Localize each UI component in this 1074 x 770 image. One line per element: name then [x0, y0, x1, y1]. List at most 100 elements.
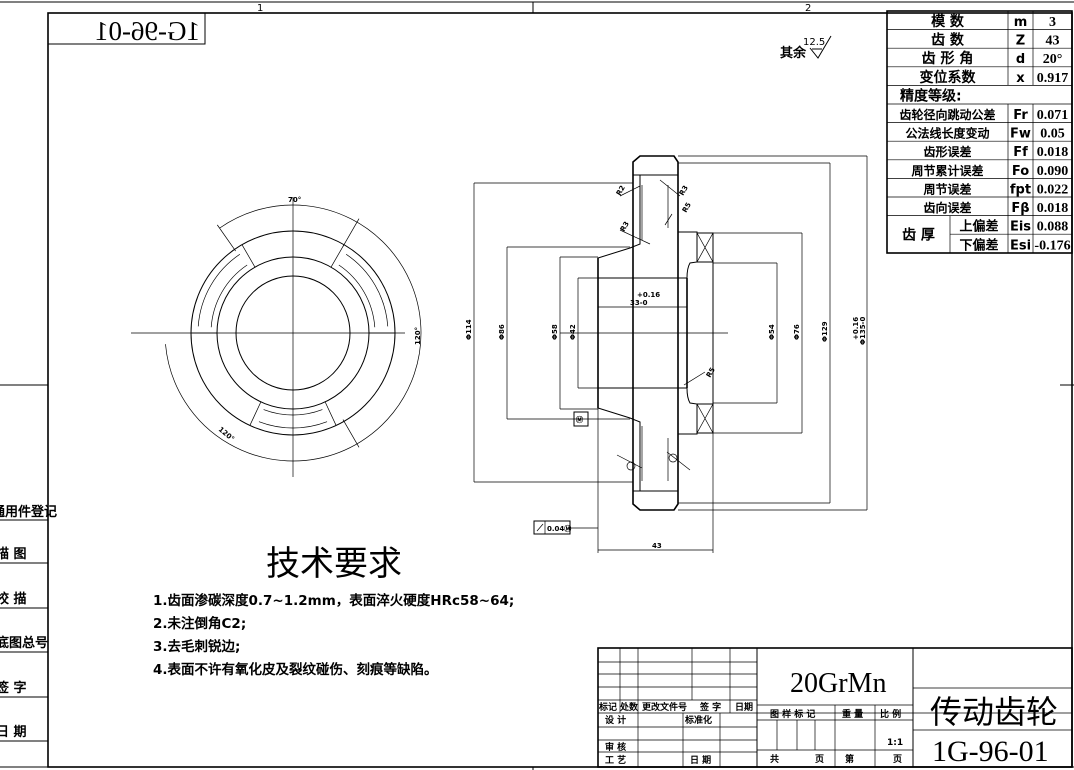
side-strip: 通用件登记 描 图 校 描 底图总号 签 字 日 期: [0, 504, 57, 742]
side-view: 70° 120° 120°: [131, 196, 422, 477]
angle-label: 70°: [288, 196, 301, 204]
rev-header: 标记: [598, 701, 617, 713]
pocket-edge: [249, 401, 262, 426]
param-label: 齿形误差: [923, 144, 971, 159]
side-label: 日 期: [0, 725, 27, 740]
datum-symbol: Ⓜ: [576, 415, 583, 424]
pocket-edge: [241, 244, 256, 268]
radius-label: R5: [681, 201, 693, 214]
dim-d135-tol: +0.16: [852, 317, 860, 340]
thickness-label: 齿 厚: [902, 227, 935, 244]
rev-header: 更改文件号: [642, 701, 687, 713]
pocket-outline: [210, 264, 248, 328]
param-symbol: Fr: [1013, 108, 1028, 123]
zone-label: 1: [257, 3, 263, 14]
param-symbol: fpt: [1010, 182, 1031, 197]
rev-header: 签 字: [699, 701, 721, 713]
dim-33: 33-0: [630, 299, 648, 307]
param-symbol: d: [1016, 52, 1025, 67]
param-label: 模 数: [931, 13, 965, 30]
title-block: 标记 处数 更改文件号 签 字 日期 设 计 标准化 审 核 工 艺 日 期 2…: [597, 647, 1073, 768]
pocket-outline: [258, 421, 328, 429]
scale-label: 比 例: [880, 708, 901, 720]
mirrored-code: 1G-96-01: [95, 16, 200, 46]
radius-label: R3: [619, 220, 631, 233]
param-value: 0.071: [1037, 108, 1069, 123]
standardize-label: 标准化: [684, 714, 712, 726]
param-symbol: Fw: [1010, 127, 1031, 142]
total-pages-label: 共: [770, 753, 779, 765]
dim-d42: Φ42: [569, 324, 577, 340]
param-label: 齿向误差: [923, 200, 971, 215]
dim-33-tol: +0.16: [637, 291, 660, 299]
dim-d86: Φ86: [498, 324, 506, 340]
drawing-number: 1G-96-01: [932, 735, 1049, 768]
technical-requirements: 技术要求 1.齿面渗碳深度0.7~1.2mm，表面淬火硬度HRc58~64; 2…: [153, 544, 514, 678]
roughness-symbol: 其余 12.5: [780, 35, 832, 61]
thickness-upper-label: 上偏差: [959, 219, 998, 235]
pocket-outline: [345, 253, 389, 327]
design-label: 设 计: [605, 714, 626, 726]
thickness-lower-label: 下偏差: [959, 238, 998, 254]
page-label: 页: [893, 754, 902, 765]
runout-tolerance: 0.04Ⓜ: [547, 524, 571, 533]
thickness-value: -0.176: [1034, 239, 1070, 254]
param-value: 0.018: [1037, 201, 1069, 216]
param-label: 齿轮径向跳动公差: [899, 107, 995, 122]
side-label: 通用件登记: [0, 504, 57, 520]
tech-title: 技术要求: [266, 544, 402, 584]
param-label: 周节累计误差: [911, 163, 983, 178]
zone-label: 2: [805, 3, 811, 14]
thickness-value: 0.088: [1037, 220, 1069, 235]
tech-item: 4.表面不许有氧化皮及裂纹碰伤、刻痕等缺陷。: [153, 661, 438, 678]
thickness-symbol: Eis: [1010, 220, 1031, 235]
process-label: 工 艺: [605, 754, 626, 766]
param-value: 43: [1046, 34, 1060, 49]
param-label: 齿 形 角: [922, 50, 974, 67]
weight-label: 重 量: [842, 708, 863, 720]
radius-label: R2: [615, 184, 627, 197]
dim-d129: Φ129: [821, 321, 829, 342]
roughness-label: 其余: [780, 45, 807, 61]
param-label: 变位系数: [920, 69, 977, 86]
dim-43: 43: [652, 542, 662, 550]
angle-label: 120°: [414, 327, 422, 345]
dim-d54: Φ54: [768, 324, 776, 340]
thickness-symbol: Esi: [1010, 239, 1031, 254]
tech-item: 2.未注倒角C2;: [153, 615, 246, 632]
param-symbol: Fo: [1012, 164, 1029, 179]
side-label: 描 图: [0, 546, 27, 562]
sheet-label: 第: [845, 753, 854, 765]
mark-label: 图 样 标 记: [770, 708, 815, 720]
dim-d58: Φ58: [551, 324, 559, 340]
rev-header: 处数: [619, 701, 639, 713]
param-value: 20°: [1043, 52, 1063, 67]
pocket-outline: [338, 264, 376, 328]
mirrored-code-box: 1G-96-01: [47, 12, 206, 46]
param-symbol: m: [1014, 15, 1028, 30]
param-value: 0.090: [1037, 164, 1069, 179]
review-label: 审 核: [605, 741, 626, 753]
param-symbol: Fβ: [1011, 201, 1029, 216]
param-label: 公法线长度变动: [905, 126, 989, 141]
param-label: 齿 数: [931, 32, 965, 49]
dim-d135: Φ135-0: [859, 317, 867, 345]
pocket-outline: [197, 253, 241, 327]
material: 20GrMn: [790, 668, 886, 699]
roughness-value: 12.5: [803, 37, 825, 48]
pocket-edge: [330, 244, 345, 268]
param-label: 精度等级:: [900, 87, 962, 104]
dim-d76: Φ76: [793, 324, 801, 340]
param-value: 0.022: [1037, 182, 1069, 197]
angle-label: 120°: [217, 425, 236, 443]
pocket-edge: [324, 401, 337, 426]
rev-header: 日期: [735, 701, 753, 713]
radius-label: R3: [678, 184, 690, 197]
param-symbol: x: [1016, 71, 1025, 86]
side-label: 底图总号: [0, 635, 48, 651]
radius-label: R5: [705, 366, 717, 379]
tech-item: 1.齿面渗碳深度0.7~1.2mm，表面淬火硬度HRc58~64;: [153, 592, 514, 609]
side-label: 校 描: [0, 591, 27, 607]
